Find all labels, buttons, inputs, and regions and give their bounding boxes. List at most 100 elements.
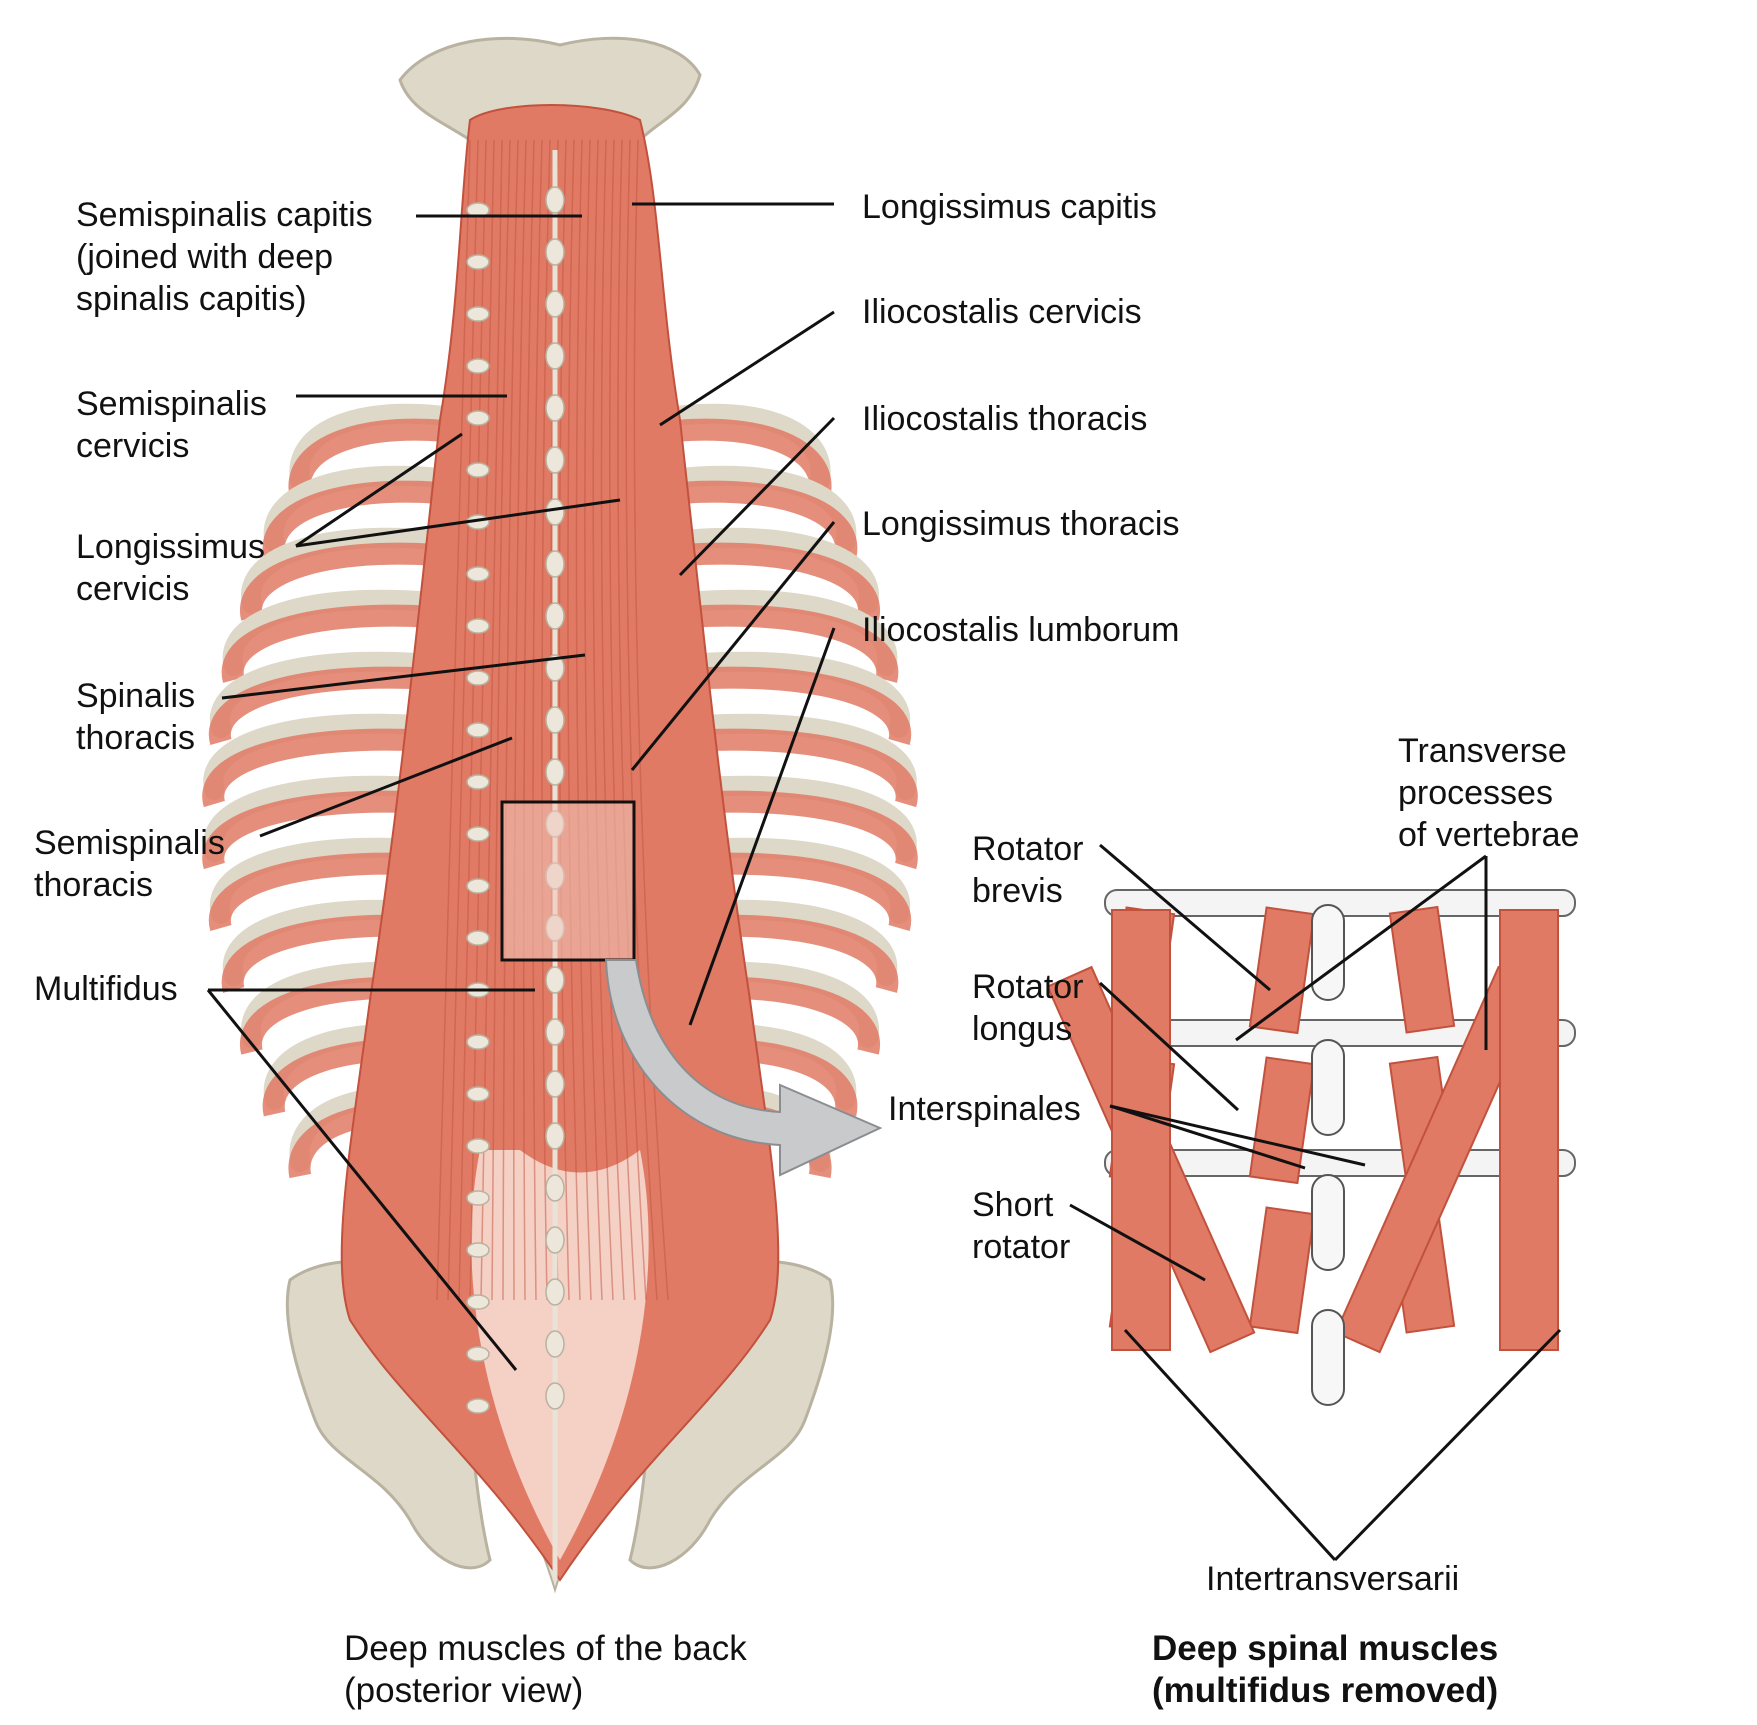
spinous-process: [545, 1174, 565, 1202]
leader-line: [295, 432, 463, 548]
leader-line: [688, 627, 836, 1026]
spinous-process: [545, 1330, 565, 1358]
label-multifidus: Multifidus: [34, 970, 178, 1008]
transverse-process: [466, 358, 490, 374]
spinous-process: [545, 1226, 565, 1254]
spinous-process: [545, 394, 565, 422]
transverse-process: [466, 1398, 490, 1414]
spinous-process: [545, 1382, 565, 1410]
transverse-process: [466, 618, 490, 634]
spinous-process: [545, 238, 565, 266]
transverse-process: [466, 826, 490, 842]
label-intertransversarii: Intertransversarii: [1206, 1560, 1460, 1598]
fiber: [633, 139, 669, 1301]
fiber: [617, 139, 647, 1301]
fiber: [458, 139, 487, 1301]
spinous-process: [545, 654, 565, 682]
transverse-process: [466, 722, 490, 738]
leader-line: [1098, 981, 1240, 1112]
fiber: [592, 139, 614, 1301]
inset-spinous-process: [1311, 1039, 1345, 1136]
leader-line: [630, 521, 836, 771]
transverse-process: [466, 930, 490, 946]
transverse-process: [466, 1242, 490, 1258]
fiber: [491, 139, 511, 1301]
label-semispinalis-capitis: Semispinalis capitis (joined with deep s…: [76, 196, 373, 318]
spinous-process: [545, 1278, 565, 1306]
leader-line: [1123, 1328, 1337, 1562]
deep-spinal-muscles-panel: [1046, 889, 1576, 1406]
label-longissimus-cervicis: Longissimus cervicis: [76, 528, 265, 608]
label-longissimus-capitis: Longissimus capitis: [862, 188, 1157, 226]
leader-line: [678, 416, 836, 577]
leader-line: [1069, 1203, 1206, 1282]
spinous-process: [545, 758, 565, 786]
spinous-process: [545, 706, 565, 734]
label-iliocostalis-lumborum: Iliocostalis lumborum: [862, 611, 1180, 649]
inset-intertransversarius-right: [1499, 909, 1559, 1351]
leader-line: [206, 989, 518, 1371]
transverse-process: [466, 306, 490, 322]
leader-line: [1235, 854, 1487, 1042]
leader-line: [295, 498, 621, 548]
intercostal-muscle: [648, 418, 832, 497]
intercostal-muscle: [262, 480, 472, 559]
intercostal-muscle: [288, 418, 472, 497]
transverse-process: [466, 566, 490, 582]
spinous-process: [545, 550, 565, 578]
fiber: [436, 139, 471, 1301]
transverse-process: [466, 1346, 490, 1362]
spinous-process: [545, 966, 565, 994]
fiber: [609, 139, 636, 1301]
label-iliocostalis-cervicis: Iliocostalis cervicis: [862, 293, 1142, 331]
fiber: [625, 139, 658, 1301]
label-short-rotator: Short rotator: [972, 1186, 1071, 1266]
transverse-process: [466, 1190, 490, 1206]
fiber: [447, 139, 479, 1301]
spinous-process: [545, 446, 565, 474]
intercostal-muscle: [240, 542, 472, 621]
intercostal-muscle: [648, 480, 858, 559]
transverse-process: [466, 1138, 490, 1154]
label-semispinalis-thoracis: Semispinalis thoracis: [34, 824, 225, 904]
spinous-process: [545, 1070, 565, 1098]
inset-spinous-process: [1311, 1174, 1345, 1271]
fiber: [522, 139, 535, 1301]
transverse-process: [466, 878, 490, 894]
inset-muscle-slip: [1248, 1206, 1316, 1335]
fiber: [567, 139, 581, 1301]
fiber: [502, 139, 519, 1301]
spinous-process: [545, 498, 565, 526]
spinous-process: [545, 290, 565, 318]
leader-line: [221, 653, 586, 700]
label-rotator-longus: Rotator longus: [972, 968, 1084, 1048]
transverse-process: [466, 410, 490, 426]
intercostal-muscle: [648, 604, 899, 683]
fiber: [600, 139, 625, 1301]
label-semispinalis-cervicis: Semispinalis cervicis: [76, 385, 267, 465]
leader-line: [259, 736, 513, 838]
inset-muscle-slip: [1248, 906, 1316, 1035]
leader-line: [1109, 1104, 1306, 1170]
inset-spinous-process: [1311, 1309, 1345, 1406]
fiber: [575, 139, 592, 1301]
label-longissimus-thoracis: Longissimus thoracis: [862, 505, 1180, 543]
inset-intertransversarius-left: [1111, 909, 1171, 1351]
transverse-process: [466, 670, 490, 686]
transverse-process: [466, 1034, 490, 1050]
fiber: [584, 139, 603, 1301]
label-transverse-processes: Transverse processes of vertebrae: [1398, 732, 1580, 854]
label-iliocostalis-thoracis: Iliocostalis thoracis: [862, 400, 1148, 438]
inset-spinous-process: [1311, 904, 1345, 1001]
transverse-process: [466, 254, 490, 270]
fiber: [532, 139, 543, 1301]
spinous-process: [545, 602, 565, 630]
transverse-process: [466, 1294, 490, 1310]
label-interspinales: Interspinales: [888, 1090, 1081, 1128]
transverse-process: [466, 1086, 490, 1102]
inset-muscle-slip: [1388, 905, 1456, 1034]
leader-line: [659, 310, 835, 427]
leader-line: [1333, 1328, 1562, 1562]
spinous-process: [545, 186, 565, 214]
